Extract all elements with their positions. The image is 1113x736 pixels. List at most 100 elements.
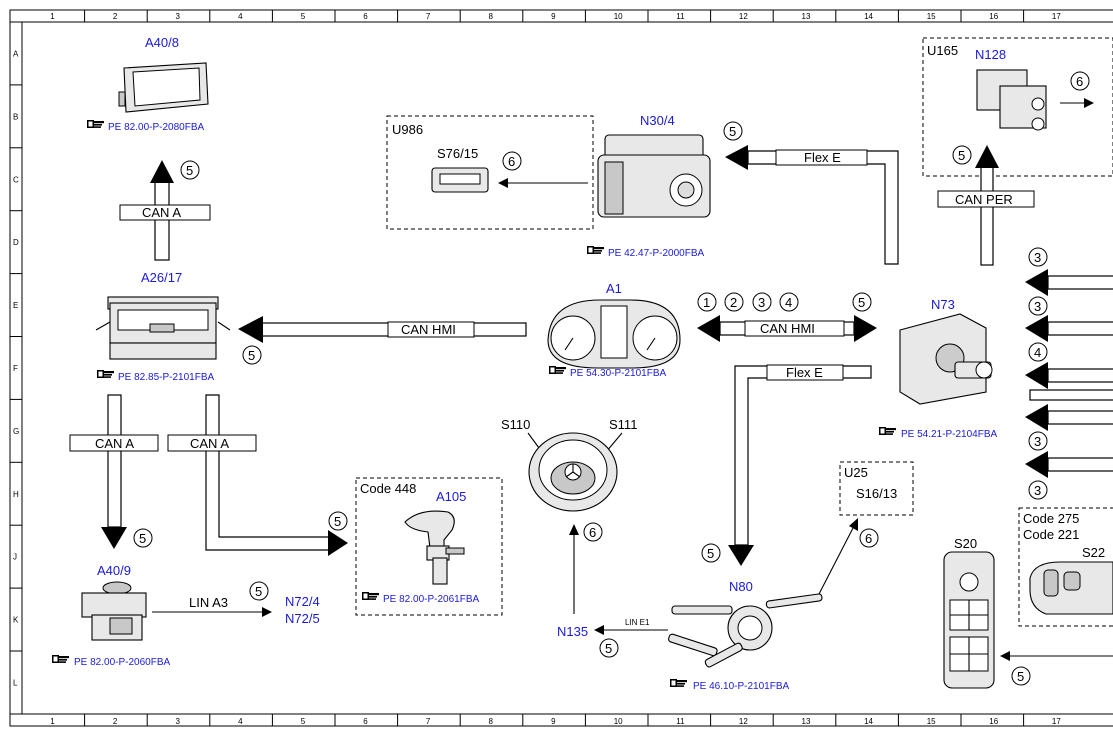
can-hmi-bus-left: CAN HMI 5 <box>238 316 527 365</box>
grid-row-label: K <box>13 616 19 625</box>
svg-text:5: 5 <box>248 348 255 363</box>
svg-text:3: 3 <box>1034 299 1041 314</box>
code-275-label: Code 275 <box>1023 511 1079 526</box>
n30-4-label: N30/4 <box>640 113 675 128</box>
grid-column-label: 6 <box>363 717 368 726</box>
svg-text:5: 5 <box>334 514 341 529</box>
u986-box[interactable]: U986 S76/15 6 <box>386 115 594 230</box>
grid-column-label: 13 <box>802 12 811 21</box>
n73-ref: PE 54.21-P-2104FBA <box>901 429 997 440</box>
grid-row-label: C <box>13 175 19 184</box>
s20-label: S20 <box>954 536 977 551</box>
svg-text:5: 5 <box>707 546 714 561</box>
n30-4-ref: PE 42.47-P-2000FBA <box>608 248 704 259</box>
grid-column-label: 7 <box>426 717 431 726</box>
a40-9-unit[interactable]: A40/9 PE 82.00-P-2060FBA <box>52 563 170 668</box>
grid-column-label: 14 <box>864 717 873 726</box>
grid-column-label: 10 <box>614 12 623 21</box>
grid-column-label: 17 <box>1052 717 1061 726</box>
svg-text:4: 4 <box>1034 345 1041 360</box>
can-per-label: CAN PER <box>955 192 1013 207</box>
n80-ref: PE 46.10-P-2101FBA <box>693 681 789 692</box>
lin-a3-label: LIN A3 <box>189 595 228 610</box>
svg-text:5: 5 <box>1017 669 1024 684</box>
grid-column-label: 8 <box>489 717 494 726</box>
s22-label: S22 <box>1082 545 1105 560</box>
a40-9-ref: PE 82.00-P-2060FBA <box>74 657 170 668</box>
grid-column-label: 10 <box>614 717 623 726</box>
svg-text:5: 5 <box>255 584 262 599</box>
can-a-label-2: CAN A <box>95 436 134 451</box>
svg-text:6: 6 <box>508 154 515 169</box>
svg-text:2: 2 <box>730 295 737 310</box>
s76-15-label: S76/15 <box>437 146 478 161</box>
grid-column-label: 3 <box>176 717 181 726</box>
n73-label: N73 <box>931 297 955 312</box>
svg-text:5: 5 <box>186 163 193 178</box>
grid-row-label: E <box>13 301 18 310</box>
grid-column-label: 8 <box>489 12 494 21</box>
grid-column-label: 15 <box>927 12 936 21</box>
grid-row-label: J <box>13 553 17 562</box>
grid-column-label: 5 <box>301 717 306 726</box>
s110-label: S110 <box>501 417 530 432</box>
n128-label: N128 <box>975 47 1006 62</box>
grid-row-label: B <box>13 112 18 121</box>
lin-e1-label: LIN E1 <box>625 618 650 627</box>
u165-box[interactable]: U165 N128 6 <box>922 37 1113 177</box>
grid-row-label: L <box>13 678 18 687</box>
svg-text:6: 6 <box>865 531 872 546</box>
flex-e-label-lower: Flex E <box>786 365 823 380</box>
code-448-box[interactable]: Code 448 A105 PE 82.00-P-2061FBA <box>355 477 503 616</box>
a26-17-unit[interactable]: A26/17 PE 82.85-P-2101FBA <box>95 270 231 383</box>
svg-text:4: 4 <box>785 295 792 310</box>
grid-column-label: 7 <box>426 12 431 21</box>
flex-e-bus-lower: Flex E 5 <box>701 364 872 566</box>
a26-17-ref: PE 82.85-P-2101FBA <box>118 372 214 383</box>
steering-wheel[interactable]: S110 S111 <box>501 417 637 512</box>
can-a-label-3: CAN A <box>190 436 229 451</box>
grid-column-label: 3 <box>176 12 181 21</box>
svg-text:6: 6 <box>1076 74 1083 89</box>
svg-text:3: 3 <box>1034 434 1041 449</box>
u25-label: U25 <box>844 465 868 480</box>
a40-8-label: A40/8 <box>145 35 179 50</box>
grid-column-label: 11 <box>676 717 685 726</box>
grid-column-label: 1 <box>50 12 55 21</box>
s20-link: 5 <box>1000 651 1113 686</box>
can-a-bus-upper: CAN A 5 <box>119 160 211 261</box>
u25-box[interactable]: U25 S16/13 6 <box>817 461 914 597</box>
grid-column-label: 4 <box>238 717 243 726</box>
right-edge-arrows: 3 3 4 3 3 <box>1025 247 1113 500</box>
s20-unit[interactable]: S20 <box>943 536 995 689</box>
a1-ref: PE 54.30-P-2101FBA <box>570 368 666 379</box>
grid-column-label: 15 <box>927 717 936 726</box>
a26-17-label: A26/17 <box>141 270 182 285</box>
grid-row-label: H <box>13 490 19 499</box>
grid-column-label: 12 <box>739 12 748 21</box>
svg-text:5: 5 <box>958 148 965 163</box>
n72-5-label: N72/5 <box>285 611 320 626</box>
n73-unit[interactable]: N73 PE 54.21-P-2104FBA <box>879 297 997 440</box>
code-448-label: Code 448 <box>360 481 416 496</box>
svg-text:1: 1 <box>703 295 710 310</box>
grid-column-label: 11 <box>676 12 685 21</box>
n80-unit[interactable]: N80 PE 46.10-P-2101FBA <box>668 579 823 692</box>
grid-column-label: 9 <box>551 717 556 726</box>
a1-instrument-cluster[interactable]: A1 PE 54.30-P-2101FBA <box>547 281 681 379</box>
a40-8-display[interactable]: A40/8 PE 82.00-P-2080FBA <box>87 35 209 133</box>
n30-4-unit[interactable]: N30/4 PE 42.47-P-2000FBA <box>587 113 711 259</box>
grid-column-label: 2 <box>113 12 118 21</box>
svg-text:5: 5 <box>729 124 736 139</box>
grid-column-label: 4 <box>238 12 243 21</box>
grid-row-label: G <box>13 427 19 436</box>
s16-13-label: S16/13 <box>856 486 897 501</box>
grid-column-label: 9 <box>551 12 556 21</box>
grid-row-label: A <box>13 49 19 58</box>
grid-row-label: F <box>13 364 18 373</box>
svg-text:5: 5 <box>858 295 865 310</box>
code-275-box[interactable]: Code 275 Code 221 S22 <box>1018 507 1113 627</box>
grid-column-label: 16 <box>989 12 998 21</box>
a105-ref: PE 82.00-P-2061FBA <box>383 594 479 605</box>
